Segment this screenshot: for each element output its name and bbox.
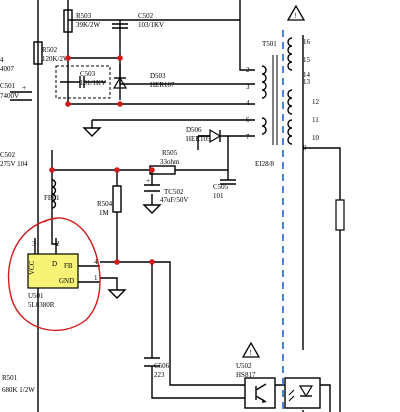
c503-ref: C503 xyxy=(80,70,96,78)
pin-9: 9 xyxy=(303,144,307,152)
pin-4: 4 xyxy=(246,99,250,107)
junction-dot xyxy=(117,55,123,61)
r504-ref: R504 xyxy=(97,200,113,208)
capacitor-c506: C506 223 xyxy=(144,357,170,379)
resistor-r501: R501 680K 1/2W xyxy=(2,374,35,394)
pin-15: 15 xyxy=(303,56,311,64)
left-partial-components: 4 4007 C501 7400V + C502 275V 104 xyxy=(0,56,32,168)
pin-10: 10 xyxy=(312,134,320,142)
junction-dot xyxy=(149,167,155,173)
chip-pin-d: D xyxy=(52,260,57,268)
r504-value: 1M xyxy=(99,209,110,217)
pin-number-4: 4 xyxy=(94,258,98,266)
junction-dot xyxy=(65,101,71,107)
d506-value: HER105 xyxy=(186,135,211,143)
d503-ref: D503 xyxy=(150,72,166,80)
t501-ref: T501 xyxy=(262,40,277,48)
optocoupler-u502: U502 HS817 xyxy=(236,362,321,409)
left-c502-value: 275V 104 xyxy=(0,160,28,168)
capacitor-c502-top: C502 103/1KV xyxy=(112,12,164,29)
capacitor-c505: C505 101 xyxy=(213,179,236,200)
u501-ref: U501 xyxy=(28,292,44,300)
resistor-r504: R504 1M xyxy=(97,185,122,217)
tc502-value: 47uF/50V xyxy=(160,196,188,204)
fb-coil-label: FB01 xyxy=(44,194,60,202)
junction-dot xyxy=(117,101,123,107)
r503-ref: R503 xyxy=(76,12,92,20)
r505-ref: R505 xyxy=(162,149,178,157)
r503-value: 39K/2W xyxy=(76,21,101,29)
left-part-c: 7400V xyxy=(0,92,19,100)
chip-pin-vcc: VCC xyxy=(28,260,36,275)
u502-value: HS817 xyxy=(236,371,256,379)
u502-ref: U502 xyxy=(236,362,252,370)
tc502-ref: TC502 xyxy=(164,188,184,196)
pin-12: 12 xyxy=(312,98,320,106)
resistor-r502: R502 120K/2W xyxy=(33,41,70,65)
r502-ref: R502 xyxy=(42,46,58,54)
ground-icon xyxy=(107,289,127,299)
wires xyxy=(37,0,341,412)
right-partial-component xyxy=(335,199,345,231)
feedback-coil: FB01 xyxy=(44,179,60,209)
svg-text:+: + xyxy=(146,176,150,185)
r501-ref: R501 xyxy=(2,374,18,382)
pin-number-1: 1 xyxy=(94,274,98,282)
pin-14: 14 xyxy=(303,71,311,79)
svg-text:!: ! xyxy=(295,11,298,20)
r501-value: 680K 1/2W xyxy=(2,386,35,394)
pin-number-2: 2 xyxy=(56,240,60,248)
u501-value: 5L0380R xyxy=(28,301,55,309)
left-part-a: 4007 xyxy=(0,65,15,73)
d503-value: HER107 xyxy=(150,81,175,89)
svg-text:!: ! xyxy=(250,348,253,357)
r505-value: 33ohm xyxy=(160,158,180,166)
junction-dot xyxy=(149,259,155,265)
pin-11: 11 xyxy=(312,116,319,124)
pin-6: 6 xyxy=(246,116,250,124)
c505-value: 101 xyxy=(213,192,224,200)
left-c502-ref: C502 xyxy=(0,151,16,159)
capacitor-c503: C503 101/1KV xyxy=(55,65,111,99)
pin-13: 13 xyxy=(303,78,311,86)
pin-3: 3 xyxy=(246,83,250,91)
chip-pin-fb: FB xyxy=(64,262,73,270)
t501-core: EI28/8 xyxy=(255,160,275,168)
c503-value: 101/1KV xyxy=(80,79,106,87)
diode-d506: D506 HER105 xyxy=(186,126,228,144)
d506-ref: D506 xyxy=(186,126,202,134)
resistor-r503: R503 39K/2W xyxy=(63,9,101,33)
r502-value: 120K/2W xyxy=(42,55,70,63)
c506-value: 223 xyxy=(154,371,165,379)
pin-7: 7 xyxy=(246,133,250,141)
highlight-circle xyxy=(7,217,101,332)
left-part-b: C501 xyxy=(0,82,16,90)
ground-icon xyxy=(82,127,102,137)
warning-triangle-icon: ! xyxy=(286,4,306,21)
c505-ref: C505 xyxy=(213,183,229,191)
left-part-d: 4 xyxy=(0,56,4,64)
pin-number-3: 3 xyxy=(32,240,36,248)
diode-d503: D503 HER107 xyxy=(112,64,175,100)
c506-ref: C506 xyxy=(154,362,170,370)
pin-2: 2 xyxy=(246,66,250,74)
c502-top-ref: C502 xyxy=(138,12,154,20)
junction-dot xyxy=(49,167,55,173)
chip-pin-gnd: GND xyxy=(59,277,74,285)
junction-dot xyxy=(114,259,120,265)
junction-dot xyxy=(114,167,120,173)
transformer-t501: T501 EI28/8 xyxy=(255,37,293,168)
warning-triangle-icon: ! xyxy=(241,341,261,358)
ic-u501: VCC D FB GND 4 1 3 2 U501 5L0380R xyxy=(27,238,100,309)
c502-top-value: 103/1KV xyxy=(138,21,164,29)
capacitor-tc502: + TC502 47uF/50V xyxy=(142,176,188,214)
junction-dot xyxy=(65,55,71,61)
pin-16: 16 xyxy=(303,38,311,46)
svg-text:+: + xyxy=(22,83,26,92)
